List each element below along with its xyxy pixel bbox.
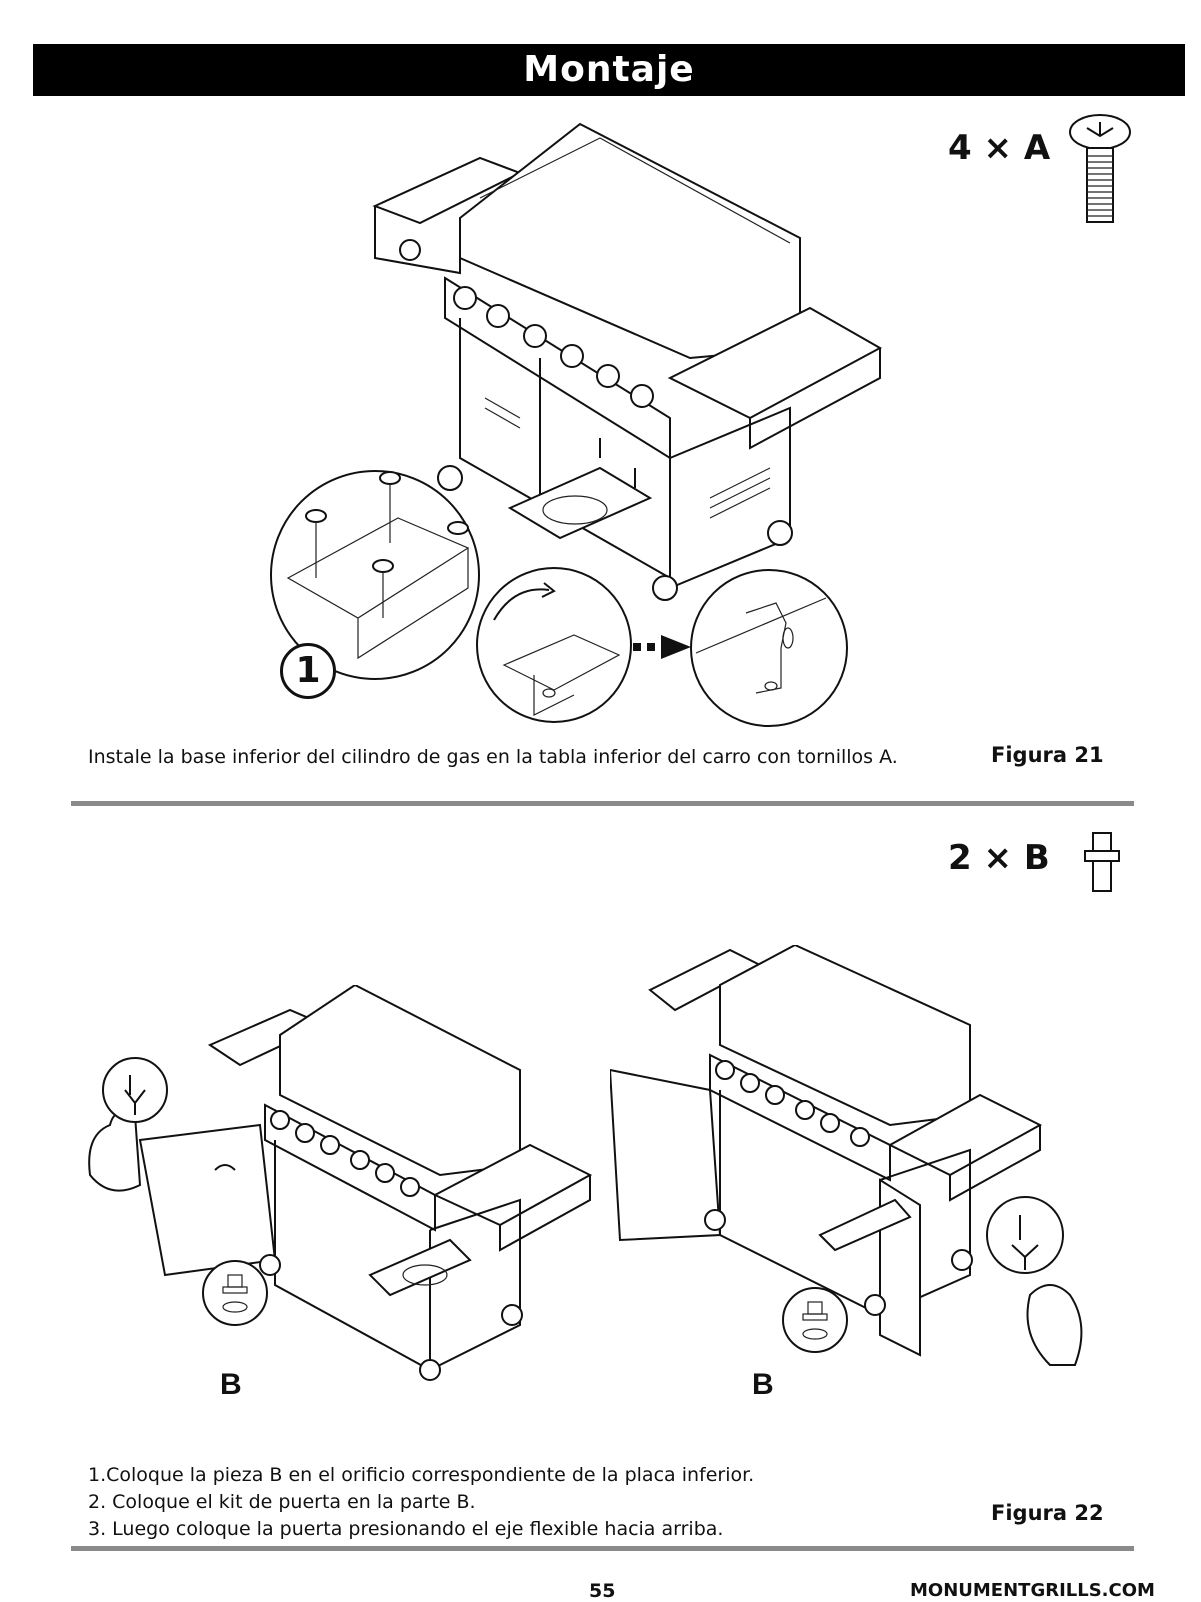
step-1: 1.Coloque la pieza B en el orificio corr… xyxy=(88,1464,755,1486)
grill-door-left-illustration xyxy=(88,985,593,1381)
part-count-a: 4 × A xyxy=(948,128,1051,168)
detail-circle-result xyxy=(690,569,848,727)
figure22-label: Figura 22 xyxy=(991,1501,1104,1525)
part-count-b: 2 × B xyxy=(948,838,1050,878)
step-3: 3. Luego coloque la puerta presionando e… xyxy=(88,1518,724,1540)
figure21-label: Figura 21 xyxy=(991,743,1104,767)
hinge-pin-b-icon xyxy=(1084,832,1120,892)
detail-circle-screws xyxy=(270,470,480,680)
website: MONUMENTGRILLS.COM xyxy=(910,1580,1155,1601)
section-divider xyxy=(71,801,1134,806)
callout-b-right: B xyxy=(752,1368,774,1401)
footer-divider xyxy=(71,1546,1134,1551)
arrow-right-icon xyxy=(633,635,691,659)
callout-b-left: B xyxy=(220,1368,242,1401)
grill-door-right-illustration xyxy=(610,945,1083,1366)
grill-assembly-illustration xyxy=(372,122,883,601)
detail-circle-bend xyxy=(476,567,632,723)
callout-number-1: 1 xyxy=(280,643,336,699)
page-title: Montaje xyxy=(33,44,1185,96)
page-number: 55 xyxy=(589,1580,616,1602)
screw-a-icon xyxy=(1069,114,1131,223)
step-2: 2. Coloque el kit de puerta en la parte … xyxy=(88,1491,476,1513)
figure22-steps: 1.Coloque la pieza B en el orificio corr… xyxy=(88,1462,938,1543)
figure21-caption: Instale la base inferior del cilindro de… xyxy=(88,746,898,768)
